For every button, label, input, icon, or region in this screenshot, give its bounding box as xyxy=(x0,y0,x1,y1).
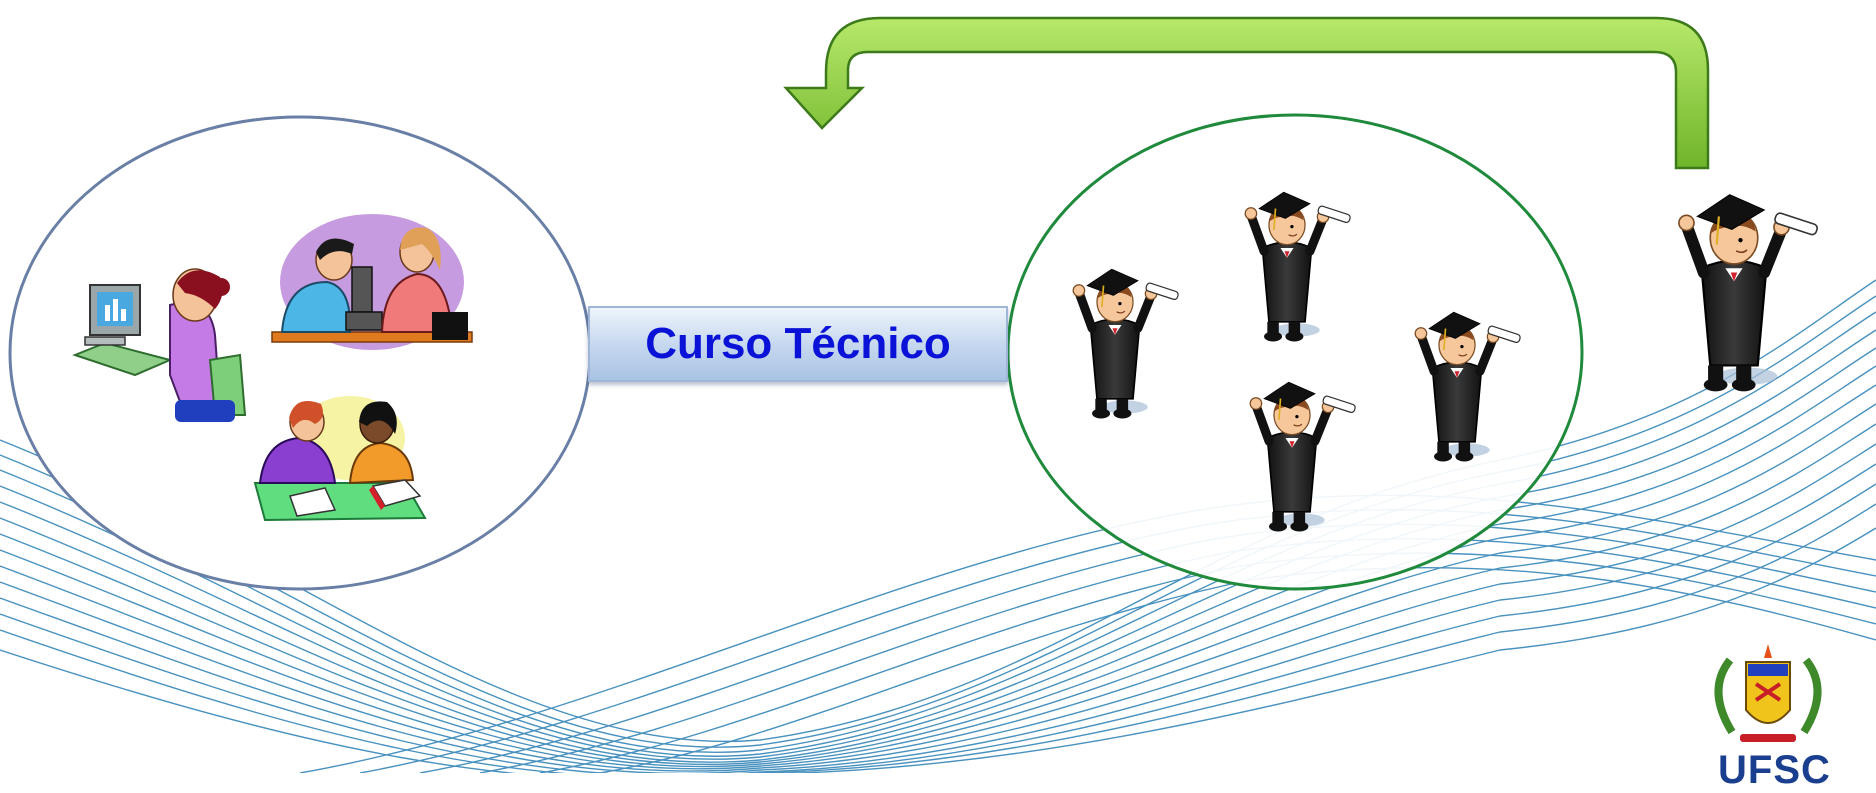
curved-return-arrow xyxy=(783,16,1710,170)
woman-at-computer-icon xyxy=(72,268,247,422)
center-label-box: Curso Técnico xyxy=(588,306,1008,382)
students-with-microscope-icon xyxy=(271,214,473,350)
students-studying-icon xyxy=(253,396,427,522)
graduate-icon xyxy=(1679,195,1818,392)
ufsc-logo-text: UFSC xyxy=(1718,748,1831,792)
center-label-text: Curso Técnico xyxy=(645,319,951,368)
diagram-canvas xyxy=(0,16,1876,773)
right-group-ellipse xyxy=(1006,113,1584,591)
ufsc-crest-icon xyxy=(1714,644,1822,742)
